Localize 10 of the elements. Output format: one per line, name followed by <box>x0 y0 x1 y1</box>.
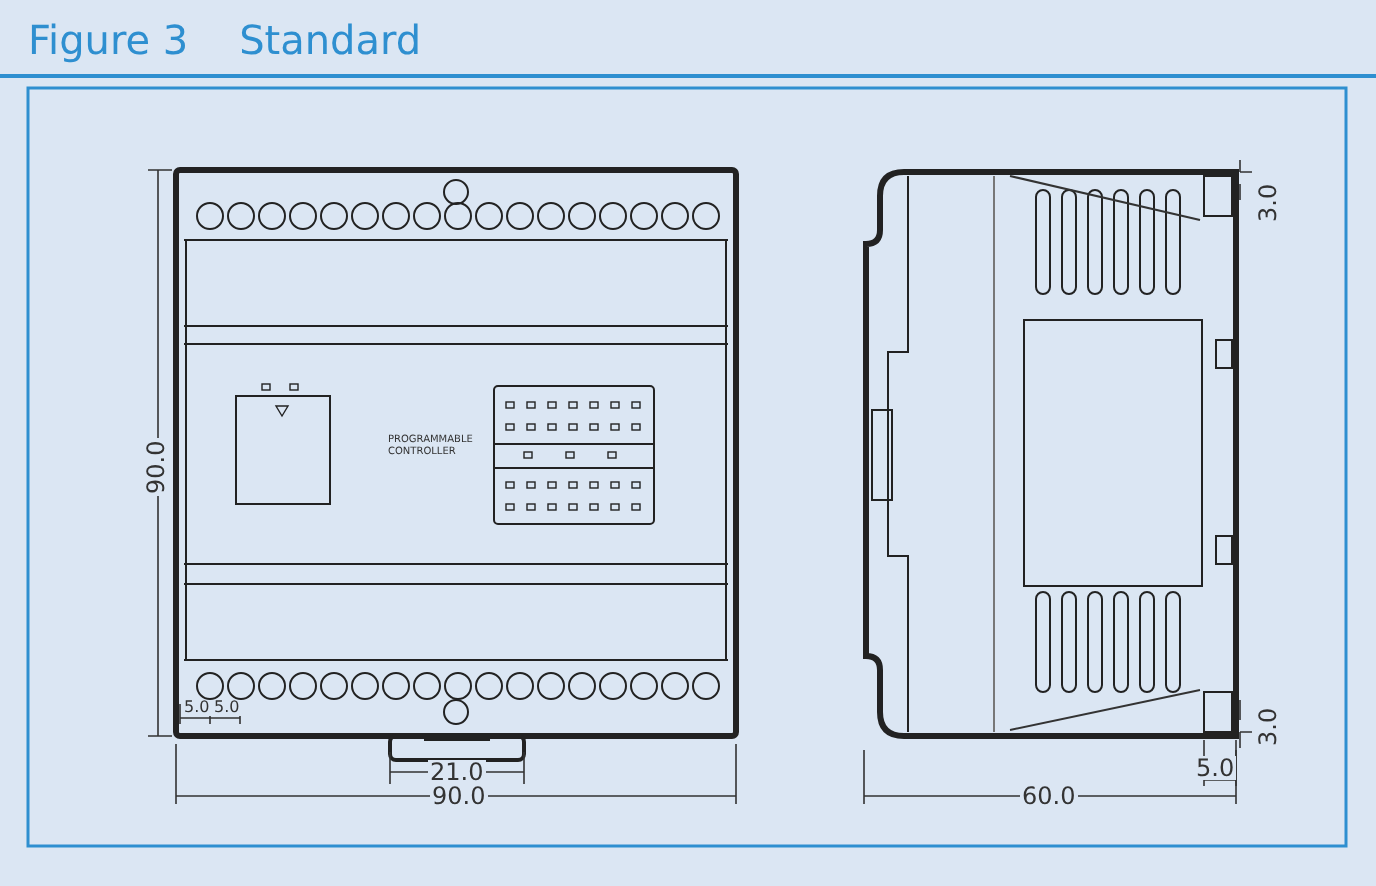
dimension-value: 5.0 <box>212 700 242 716</box>
dimension-value: 90.0 <box>430 784 488 808</box>
dimension-value: 3.0 <box>1256 705 1280 748</box>
figure-title: Figure 3 Standard <box>28 16 422 64</box>
dimension-value: 21.0 <box>428 760 486 784</box>
dimension-value: 3.0 <box>1256 181 1280 224</box>
dimension-value: 60.0 <box>1020 784 1078 808</box>
dimension-value: 5.0 <box>1194 756 1237 780</box>
dimension-value: 90.0 <box>144 438 168 496</box>
dimension-value: 5.0 <box>182 700 212 716</box>
